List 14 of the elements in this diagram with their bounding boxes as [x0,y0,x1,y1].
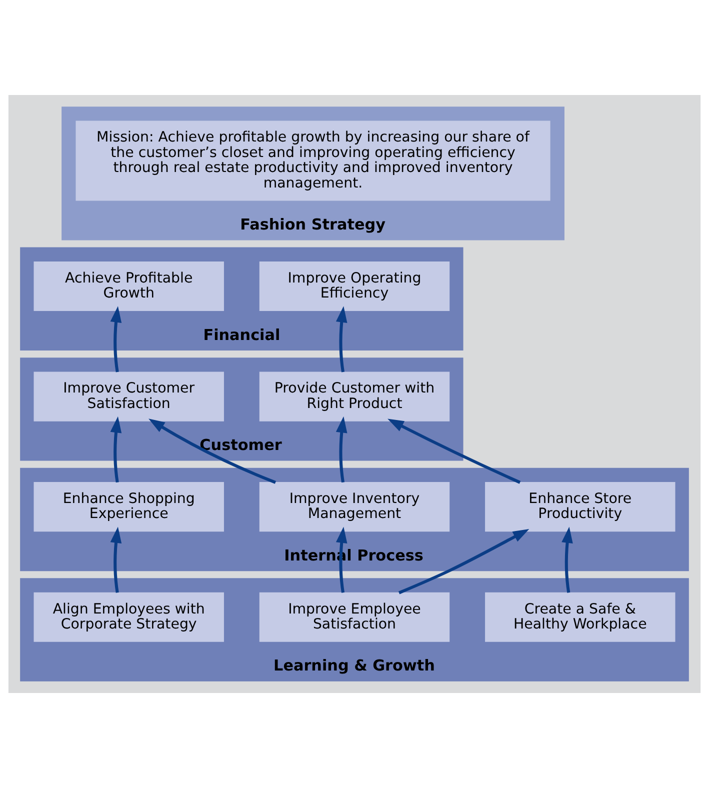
node-box: Improve Operating Efficiency [259,260,450,311]
node-box: Mission: Achieve profitable growth by increasing our share of the customer’s closet and improving operating efficiency through real estate productivity and improved inventory management. [76,120,550,200]
node-box: Enhance Shopping Experience [34,482,224,532]
node-box: Provide Customer with Right Product [259,371,450,421]
node-box: Align Employees with Corporate Strategy [34,592,224,642]
node-box: Create a Safe & Healthy Workplace [485,592,676,642]
node-box: Achieve Profitable Growth [34,260,224,311]
node-box: Improve Inventory Management [259,482,450,532]
node-box: Improve Employee Satisfaction [259,592,450,642]
arrow [388,418,521,484]
arrow [148,418,276,484]
node-box: Improve Customer Satisfaction [34,371,224,421]
node-box: Enhance Store Productivity [485,482,676,532]
arrow [398,528,530,594]
